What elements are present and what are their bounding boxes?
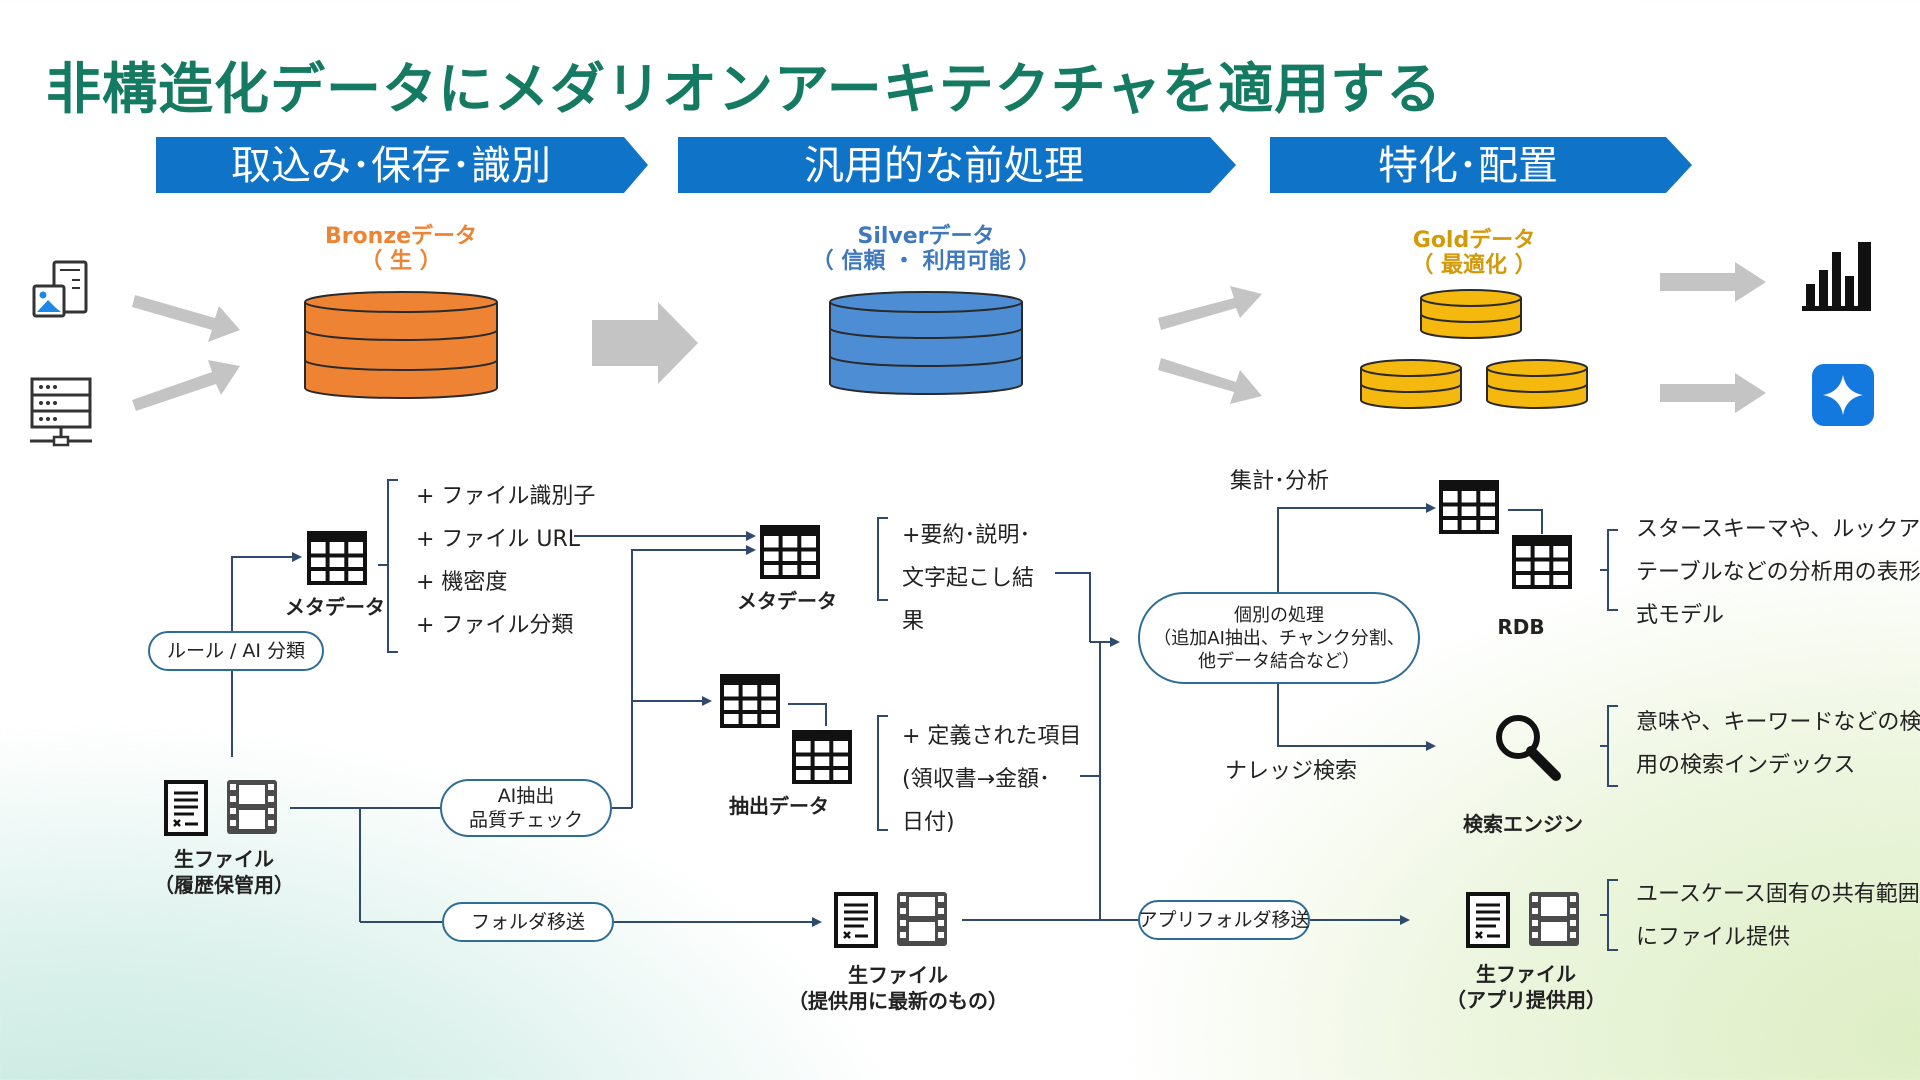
app-folder-transfer-pill: アプリフォルダ移送	[1138, 900, 1310, 940]
rdb-table-icon-1	[1439, 480, 1499, 534]
search-engine-caption: 検索エンジン	[1463, 812, 1583, 836]
extract-item: 日付)	[902, 810, 955, 835]
extract-table-icon-2	[792, 730, 852, 784]
processing-detail-1: （追加AI抽出、チャンク分割、	[1153, 627, 1405, 649]
rule-ai-classify-pill: ルール / AI 分類	[148, 631, 324, 671]
app-file-description: ユースケース固有の共有範囲 にファイル提供	[1636, 883, 1920, 969]
extract-item: + 定義された項目	[902, 724, 1082, 749]
search-desc-line: 意味や、キーワードなどの検索	[1636, 710, 1920, 735]
connector-lines	[231, 479, 1618, 951]
server-rack-icon	[30, 377, 92, 447]
app-document-icon	[1466, 892, 1510, 948]
search-desc-line: 用の検索インデックス	[1636, 753, 1856, 778]
ai-extract-line1: AI抽出	[497, 785, 555, 807]
rdb-table-icon-2	[1512, 535, 1572, 589]
silver-metadata-items: +要約･説明･ 文字起こし結 果	[902, 524, 1034, 653]
extract-items: + 定義された項目 (領収書→金額･ 日付)	[902, 725, 1081, 854]
silver-sub: （ 信頼 ・ 利用可能 ）	[811, 249, 1041, 274]
metadata-caption: メタデータ	[285, 595, 385, 619]
latest-document-icon	[834, 892, 878, 948]
bronze-cylinder	[304, 291, 498, 399]
phase-banner-3	[1270, 137, 1692, 193]
app-file-note: （アプリ提供用）	[1446, 988, 1606, 1012]
phase-label-preprocess: 汎用的な前処理	[804, 143, 1084, 189]
app-file-caption: 生ファイル （アプリ提供用）	[1446, 961, 1606, 1013]
page-title: 非構造化データにメダリオンアーキテクチャを適用する	[46, 57, 1443, 121]
bronze-label: Bronzeデータ （ 生 ）	[325, 224, 477, 274]
latest-file-name: 生ファイル	[848, 963, 948, 987]
ai-extract-line2: 品質チェック	[468, 809, 583, 831]
metadata-table-icon	[307, 531, 367, 585]
phase-banner-1	[156, 137, 648, 193]
silver-cylinder	[829, 291, 1023, 395]
folder-transfer-pill: フォルダ移送	[442, 902, 614, 942]
metadata-item: + ファイル分類	[416, 613, 574, 638]
silver-name: Silverデータ	[857, 224, 995, 249]
extract-item: (領収書→金額･	[902, 767, 1051, 792]
silver-label: Silverデータ （ 信頼 ・ 利用可能 ）	[812, 224, 1041, 274]
silver-metadata-item: 文字起こし結	[902, 566, 1035, 591]
latest-file-note: （提供用に最新のもの）	[788, 989, 1008, 1013]
gold-name: Goldデータ	[1412, 228, 1536, 253]
raw-file-name: 生ファイル	[174, 847, 274, 871]
search-icon	[1496, 715, 1561, 781]
rdb-desc-line: スタースキーマや、ルックアップ	[1636, 517, 1920, 542]
app-file-name: 生ファイル	[1476, 962, 1576, 986]
individual-processing-pill: 個別の処理 （追加AI抽出、チャンク分割、 他データ結合など）	[1138, 592, 1420, 684]
phase-label-ingest: 取込み･保存･識別	[231, 143, 551, 189]
gold-sub: （ 最適化 ）	[1411, 253, 1537, 278]
raw-document-icon	[164, 780, 208, 836]
extract-table-icon-1	[720, 674, 780, 728]
raw-file-note: （履歴保管用）	[154, 873, 294, 897]
bronze-sub: （ 生 ）	[360, 249, 442, 274]
search-description: 意味や、キーワードなどの検索 用の検索インデックス	[1636, 711, 1920, 797]
gold-cylinders	[1360, 289, 1588, 409]
app-folder-transfer-label: アプリフォルダ移送	[1138, 909, 1310, 931]
silver-metadata-table-icon	[760, 525, 820, 579]
silver-metadata-item: +要約･説明･	[902, 523, 1031, 548]
bronze-name: Bronzeデータ	[324, 224, 478, 249]
extract-caption: 抽出データ	[729, 794, 829, 818]
gray-flow-arrows	[132, 262, 1766, 413]
metadata-item: + ファイル URL	[416, 527, 581, 552]
metadata-item: + 機密度	[416, 570, 508, 595]
phase-banner-2	[678, 137, 1236, 193]
latest-video-icon	[897, 892, 947, 946]
raw-file-caption: 生ファイル （履歴保管用）	[154, 846, 294, 898]
app-video-icon	[1529, 892, 1579, 946]
knowledge-search-label: ナレッジ検索	[1225, 759, 1358, 784]
rule-ai-classify-label: ルール / AI 分類	[166, 640, 306, 662]
rdb-desc-line: テーブルなどの分析用の表形	[1636, 560, 1920, 585]
silver-metadata-item: 果	[902, 609, 925, 634]
image-document-icon	[32, 260, 88, 318]
rdb-description: スタースキーマや、ルックアップ テーブルなどの分析用の表形 式モデル	[1636, 518, 1920, 647]
metadata-item: + ファイル識別子	[416, 484, 596, 509]
gold-label: Goldデータ （ 最適化 ）	[1411, 228, 1536, 278]
phase-label-specialize: 特化･配置	[1378, 143, 1558, 189]
aggregation-label: 集計･分析	[1230, 469, 1330, 494]
rdb-caption: RDB	[1497, 615, 1545, 639]
raw-video-icon	[227, 780, 277, 834]
metadata-items-list: + ファイル識別子 + ファイル URL + 機密度 + ファイル分類	[416, 485, 595, 657]
processing-title: 個別の処理	[1234, 604, 1324, 626]
processing-detail-2: 他データ結合など）	[1198, 650, 1360, 672]
folder-transfer-label: フォルダ移送	[470, 911, 585, 933]
latest-file-caption: 生ファイル （提供用に最新のもの）	[788, 962, 1008, 1014]
app-file-desc-line: にファイル提供	[1636, 925, 1791, 950]
silver-metadata-caption: メタデータ	[737, 589, 837, 613]
sparkle-app-icon	[1812, 364, 1874, 426]
ai-extract-pill: AI抽出 品質チェック	[440, 779, 612, 837]
bar-chart-icon	[1802, 242, 1871, 311]
rdb-desc-line: 式モデル	[1636, 603, 1725, 628]
app-file-desc-line: ユースケース固有の共有範囲	[1636, 882, 1920, 907]
